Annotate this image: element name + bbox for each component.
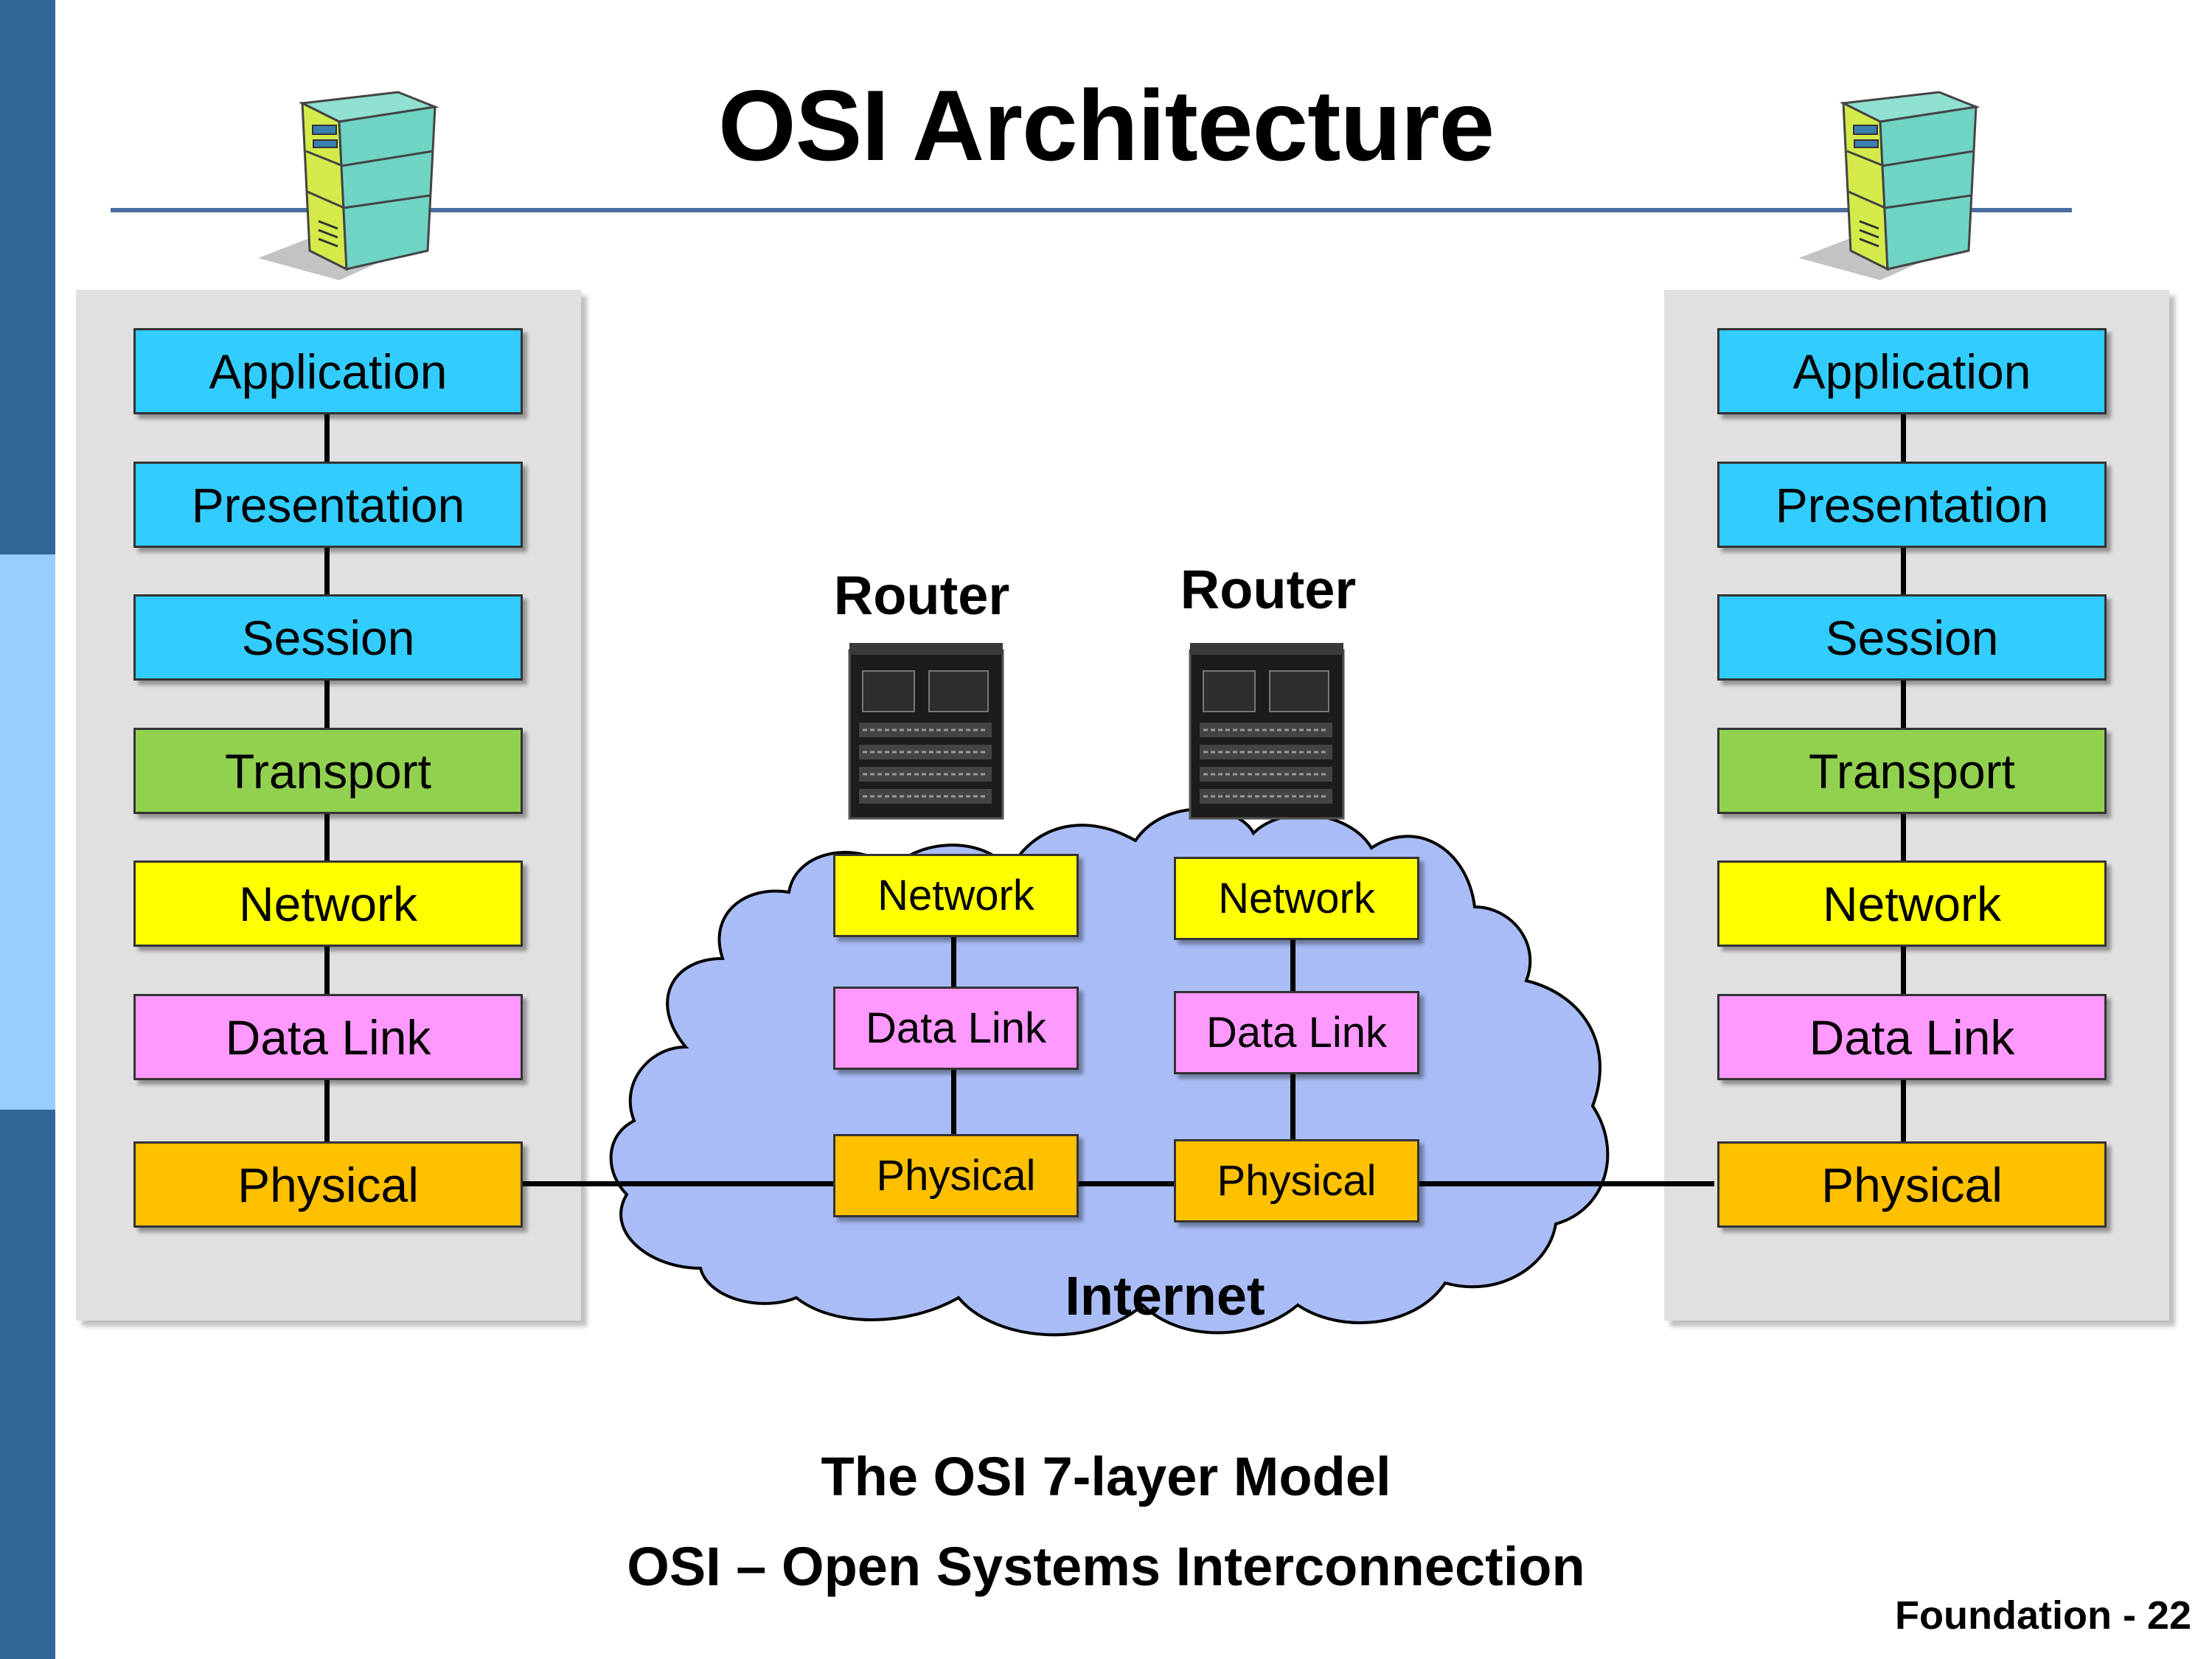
title-underline [111, 208, 2072, 212]
router1-layer-physical: Physical [833, 1134, 1079, 1217]
caption-model: The OSI 7-layer Model [821, 1446, 1391, 1507]
cloud-shape [609, 807, 1610, 1337]
left-layer-transport: Transport [133, 728, 523, 814]
router2-layer-physical: Physical [1174, 1139, 1419, 1222]
router2-label: Router [1180, 559, 1357, 620]
right-layer-application: Application [1717, 328, 2107, 414]
left-layer-session: Session [133, 594, 523, 681]
right-layer-physical: Physical [1717, 1141, 2107, 1228]
right-layer-presentation: Presentation [1717, 462, 2107, 548]
router1-layer-network: Network [833, 854, 1079, 937]
accent-bar-middle [0, 554, 55, 1110]
accent-bar-top [0, 0, 55, 554]
server-icon [1799, 91, 1980, 280]
left-layer-network: Network [133, 860, 523, 947]
left-layer-application: Application [133, 328, 523, 414]
accent-bar-bottom [0, 1110, 55, 1659]
slide-footer: Foundation - 22 [1895, 1593, 2191, 1638]
router-icon [848, 643, 1004, 820]
physical-link-line [520, 1181, 1714, 1186]
router1-layer-data-link: Data Link [833, 987, 1079, 1070]
caption-osi-definition: OSI – Open Systems Interconnection [627, 1536, 1585, 1597]
right-layer-network: Network [1717, 860, 2107, 947]
router2-layer-data-link: Data Link [1174, 991, 1419, 1074]
left-layer-physical: Physical [133, 1141, 523, 1228]
right-layer-data-link: Data Link [1717, 994, 2107, 1080]
left-layer-data-link: Data Link [133, 994, 523, 1080]
left-layer-presentation: Presentation [133, 462, 523, 548]
router1-label: Router [833, 565, 1010, 626]
right-layer-transport: Transport [1717, 728, 2107, 814]
slide-title: OSI Architecture [717, 69, 1495, 181]
right-layer-session: Session [1717, 594, 2107, 681]
router2-layer-network: Network [1174, 857, 1419, 940]
server-icon [258, 91, 439, 280]
internet-label: Internet [1065, 1265, 1265, 1326]
router-icon [1189, 643, 1345, 820]
